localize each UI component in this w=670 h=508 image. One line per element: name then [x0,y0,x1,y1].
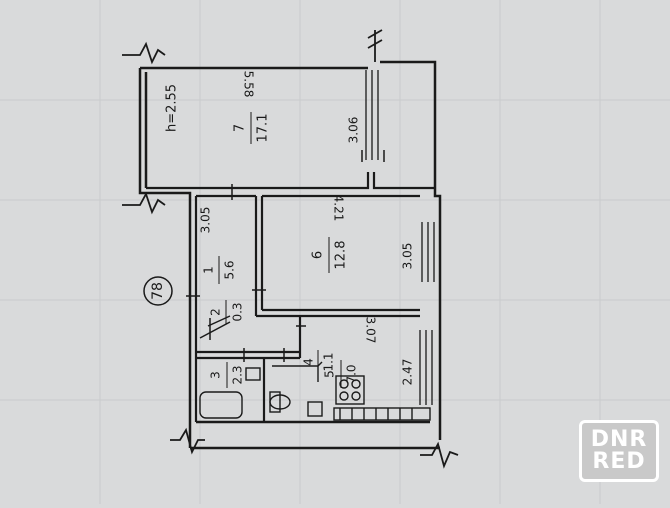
room-6-number: 6 [311,251,326,259]
interior-walls [146,172,435,422]
watermark-logo: DNR RED [579,420,659,482]
room-5-label: 5 7.0 [323,360,359,388]
room-5-number: 5 [323,370,337,378]
watermark-line1: DNR [590,427,648,452]
room-1-number: 1 [202,266,216,274]
room-2-area: 0.3 [231,302,245,321]
room-6-label: 6 12.8 [311,237,349,273]
room-2-number: 2 [209,308,223,316]
room-6-area: 12.8 [334,241,349,270]
dimension-room6-length: 4.21 [332,195,346,222]
break-marks [122,29,459,469]
room-2-label: 2 0.3 [209,300,245,324]
dimension-room7-width: 3.06 [347,117,361,144]
room-7-area: 17.1 [256,114,271,143]
room-3-number: 3 [209,371,223,379]
stove-pipe [272,365,319,382]
room-3-label: 3 2.3 [209,362,245,388]
watermark-line2: RED [592,449,646,474]
bathtub-icon [199,391,243,419]
dimension-room7-length: 5.58 [242,71,256,98]
room-4-label: 4 1.1 [302,350,336,374]
ceiling-height: h=2.55 [165,84,180,132]
windows [150,70,435,405]
stove-icon [335,375,365,405]
dimension-kitchen-length: 3.07 [364,317,378,344]
room-5-area: 7.0 [345,364,359,383]
building-number: 78 [150,282,166,300]
kitchen-sink-icon [307,401,323,417]
room-4-number: 4 [302,358,316,366]
dimension-kitchen-width: 2.47 [401,359,415,386]
outer-walls [138,60,442,450]
sink-icon [245,367,261,381]
door-ticks [186,150,385,362]
room-1-area: 5.6 [223,260,237,279]
room-3-area: 2.3 [231,365,245,384]
room-4-area: 1.1 [322,352,336,371]
room-1-label: 1 5.6 [202,256,237,284]
building-number-circle [143,276,173,306]
dimension-room6-width: 3.05 [401,243,415,270]
room-7-label: 7 17.1 [233,112,271,144]
room-7-number: 7 [233,124,248,132]
counter-icon [333,407,431,421]
dimension-room1-length: 3.05 [199,207,213,234]
